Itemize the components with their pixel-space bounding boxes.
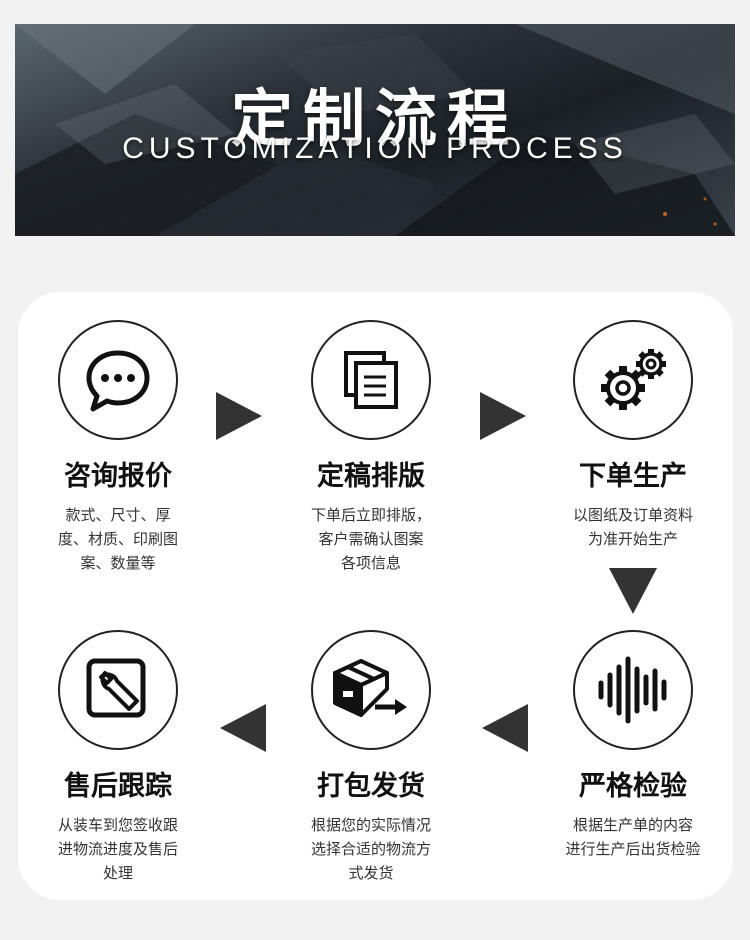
step-inspection: 严格检验 根据生产单的内容 进行生产后出货检验 <box>533 630 733 861</box>
page-title: 定制流程 <box>230 82 519 155</box>
step-icon-circle <box>311 630 431 750</box>
step-after-sales: 售后跟踪 从装车到您签收跟 进物流进度及售后 处理 <box>18 630 218 885</box>
step-description: 以图纸及订单资料 为准开始生产 <box>572 506 693 548</box>
header-banner: 定制流程 CUSTOMIZATION PROCESS <box>15 24 735 236</box>
step-description: 从装车到您签收跟 进物流进度及售后 处理 <box>57 816 178 882</box>
step-icon-circle <box>58 630 178 750</box>
package-icon <box>333 659 407 717</box>
step-title: 严格检验 <box>579 771 687 802</box>
documents-icon <box>344 351 398 409</box>
step-icon-circle <box>58 320 178 440</box>
step-shipping: 打包发货 根据您的实际情况 选择合适的物流方 式发货 <box>271 630 471 885</box>
arrow-left-icon <box>220 704 266 752</box>
step-title: 打包发货 <box>317 771 425 802</box>
step-production: 下单生产 以图纸及订单资料 为准开始生产 <box>533 320 733 551</box>
step-quote: 咨询报价 款式、尺寸、厚 度、材质、印刷图 案、数量等 <box>18 320 218 575</box>
step-title: 定稿排版 <box>317 461 425 492</box>
step-title: 咨询报价 <box>64 461 172 492</box>
arrow-right-icon <box>480 392 526 440</box>
step-icon-circle <box>573 320 693 440</box>
chat-bubble-icon <box>86 350 150 412</box>
step-description: 款式、尺寸、厚 度、材质、印刷图 案、数量等 <box>57 506 178 572</box>
arrow-down-icon <box>609 568 657 614</box>
rock-texture-background <box>15 24 735 236</box>
gears-icon <box>601 349 666 410</box>
wrench-icon <box>86 658 146 718</box>
step-layout: 定稿排版 下单后立即排版， 客户需确认图案 各项信息 <box>271 320 471 575</box>
step-icon-circle <box>573 630 693 750</box>
step-description: 根据生产单的内容 进行生产后出货检验 <box>565 816 701 858</box>
process-card: 咨询报价 款式、尺寸、厚 度、材质、印刷图 案、数量等 定稿排版 下单后立即排版… <box>18 292 733 900</box>
step-description: 根据您的实际情况 选择合适的物流方 式发货 <box>310 816 431 882</box>
step-title: 下单生产 <box>579 461 687 492</box>
step-description: 下单后立即排版， 客户需确认图案 各项信息 <box>310 506 431 572</box>
step-title: 售后跟踪 <box>64 771 172 802</box>
step-icon-circle <box>311 320 431 440</box>
arrow-right-icon <box>216 392 262 440</box>
page-subtitle: CUSTOMIZATION PROCESS <box>122 132 628 165</box>
arrow-left-icon <box>482 704 528 752</box>
sound-wave-icon <box>598 656 667 724</box>
